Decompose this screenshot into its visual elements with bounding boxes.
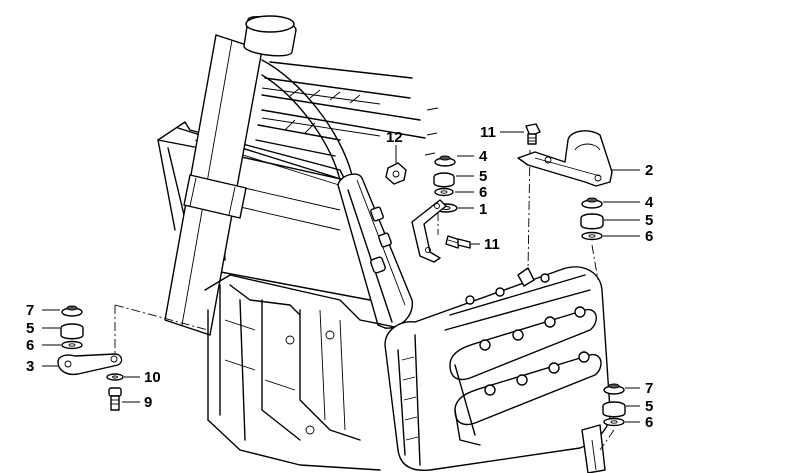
callout-4-upper: 4 <box>479 148 488 165</box>
callout-10: 10 <box>144 369 161 386</box>
part-3-plate <box>57 353 123 376</box>
grommet-stack-right <box>580 197 604 241</box>
callout-11-mid: 11 <box>484 236 500 253</box>
callout-2: 2 <box>645 162 653 179</box>
part-12-nut <box>385 162 407 185</box>
part-10-washer <box>106 373 124 381</box>
part-11-bolt-top <box>525 123 541 145</box>
callout-6-lower-left: 6 <box>26 337 34 354</box>
callout-11-top: 11 <box>480 124 496 141</box>
callout-5-lower-left: 5 <box>26 320 34 337</box>
callout-5-upper: 5 <box>479 168 487 185</box>
callout-6-lower-right: 6 <box>645 414 653 431</box>
radiator-side-tank <box>337 173 414 329</box>
part-2-bracket <box>517 130 613 187</box>
grommet-stack-lower-left <box>60 305 84 350</box>
leader-lines <box>42 131 640 423</box>
frame-tubes <box>255 59 439 181</box>
callout-5-right: 5 <box>645 212 653 229</box>
part-9-bolt <box>108 387 122 411</box>
callout-3: 3 <box>26 358 34 375</box>
callout-7-lower-right: 7 <box>645 380 653 397</box>
valve-cover <box>384 266 611 472</box>
callout-1: 1 <box>479 201 487 218</box>
part-11-bolt-mid <box>445 235 471 249</box>
callout-6-right: 6 <box>645 228 653 245</box>
callout-7-lower-left: 7 <box>26 302 34 319</box>
lower-bracket <box>581 424 606 473</box>
callout-9: 9 <box>144 394 152 411</box>
callout-labels: 12 11 4 5 6 1 11 2 4 5 6 7 5 6 3 10 9 7 … <box>26 124 654 431</box>
grommet-stack-lower-right <box>602 383 626 427</box>
callout-4-right: 4 <box>645 194 654 211</box>
callout-6-upper: 6 <box>479 184 487 201</box>
fork-strut <box>164 15 297 336</box>
part-1-bracket <box>411 199 447 263</box>
callout-12: 12 <box>386 129 403 146</box>
callout-5-lower-right: 5 <box>645 398 653 415</box>
engine-block <box>204 274 411 471</box>
